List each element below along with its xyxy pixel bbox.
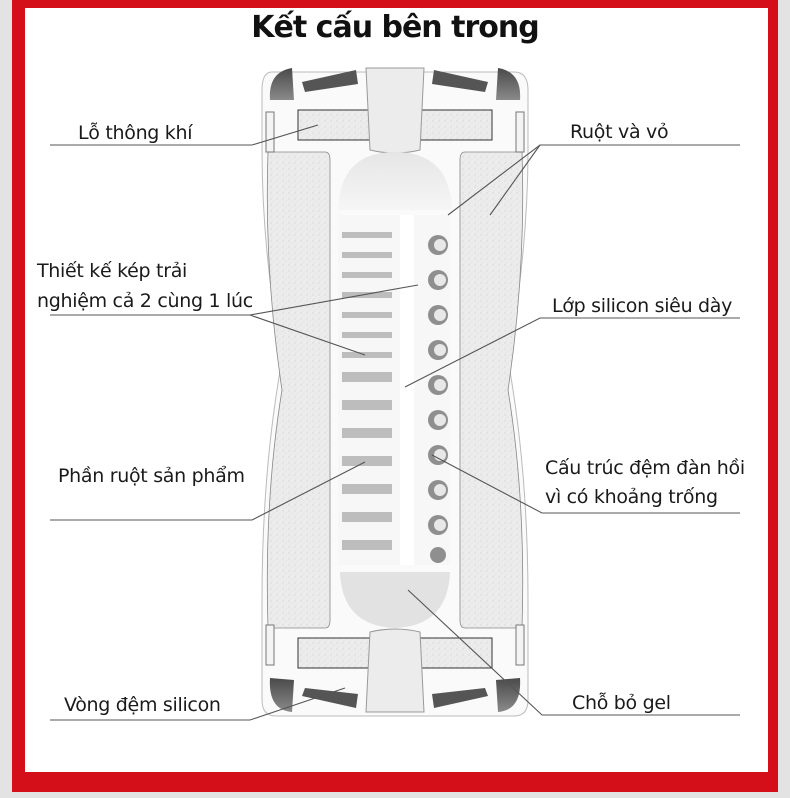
leader-silicon-ring — [50, 687, 346, 721]
inner-sleeve — [338, 215, 450, 565]
label-inner-part: Phần ruột sản phẩm — [58, 465, 245, 487]
leader-inner-part — [50, 461, 366, 521]
silicon-walls — [266, 151, 524, 629]
label-gel-slot: Chỗ bỏ gel — [572, 692, 671, 714]
label-air-vent: Lỗ thông khí — [78, 122, 193, 144]
air-vent-channels — [265, 111, 525, 666]
leader-gel-slot — [407, 589, 740, 716]
label-cushion-line2: vì có khoảng trống — [545, 486, 718, 508]
leader-air-vent — [50, 124, 319, 146]
page-title: Kết cấu bên trong — [251, 10, 539, 45]
label-double-design-line1: Thiết kế kép trải — [37, 260, 188, 282]
label-core-shell: Ruột và vỏ — [570, 121, 669, 143]
silicon-gaskets — [269, 68, 521, 712]
leader-thick-silicon — [404, 317, 740, 388]
label-thick-silicon: Lớp silicon siêu dày — [552, 295, 733, 317]
label-silicon-ring: Vòng đệm silicon — [64, 694, 221, 716]
center-plugs — [365, 67, 425, 713]
label-double-design-line2: nghiệm cả 2 cùng 1 lúc — [37, 290, 253, 312]
leader-double-design-2 — [249, 314, 366, 356]
end-pads — [297, 109, 493, 669]
leader-cushion — [431, 454, 740, 514]
leader-lines — [50, 124, 740, 721]
label-cushion-line1: Cấu trúc đệm đàn hồi — [545, 457, 745, 479]
leader-core-shell-2 — [489, 144, 541, 216]
gel-domes — [338, 152, 452, 628]
